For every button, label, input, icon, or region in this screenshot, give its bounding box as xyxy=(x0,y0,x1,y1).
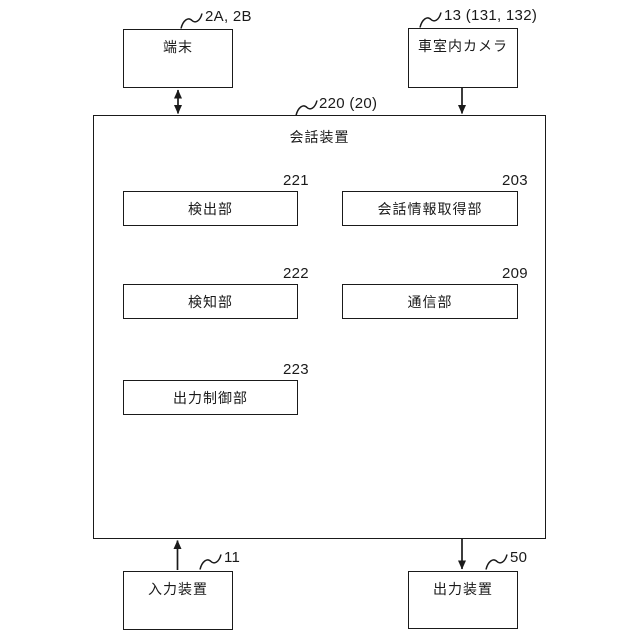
input-device-box: 入力装置 xyxy=(123,571,233,630)
conversation-info-acquisition-box: 会話情報取得部 xyxy=(342,191,518,226)
conversation-device-ref: 220 (20) xyxy=(319,95,378,112)
sensing-unit-label: 検知部 xyxy=(188,293,233,310)
output-device-ref: 50 xyxy=(510,549,528,566)
output-control-unit-ref: 223 xyxy=(283,361,309,378)
input-device-label: 入力装置 xyxy=(148,581,208,597)
output-device-label: 出力装置 xyxy=(433,581,493,597)
cabin-camera-ref: 13 (131, 132) xyxy=(444,7,538,24)
conversation-info-acquisition-ref: 203 xyxy=(502,172,528,189)
communication-unit-box: 通信部 xyxy=(342,284,518,319)
output-device-ref-leader xyxy=(485,554,508,570)
conversation-device-box: 会話装置 xyxy=(93,115,546,539)
communication-unit-label: 通信部 xyxy=(407,293,453,310)
terminal-ref-leader xyxy=(180,13,203,29)
sensing-unit-ref: 222 xyxy=(283,265,309,282)
terminal-label: 端末 xyxy=(163,39,193,55)
output-control-unit-label: 出力制御部 xyxy=(173,389,248,406)
conversation-device-label: 会話装置 xyxy=(289,129,350,145)
communication-unit-ref: 209 xyxy=(502,265,528,282)
detection-unit-box: 検出部 xyxy=(123,191,298,226)
input-device-ref: 11 xyxy=(224,549,241,566)
conversation-info-acquisition-label: 会話情報取得部 xyxy=(377,200,483,217)
sensing-unit-box: 検知部 xyxy=(123,284,298,319)
device-ref-leader xyxy=(295,100,318,116)
detection-unit-label: 検出部 xyxy=(188,200,233,217)
camera-ref-leader xyxy=(419,12,442,28)
terminal-box: 端末 xyxy=(123,29,233,88)
input-device-ref-leader xyxy=(199,554,222,570)
cabin-camera-box: 車室内カメラ xyxy=(408,28,518,88)
detection-unit-ref: 221 xyxy=(283,172,309,189)
terminal-ref: 2A, 2B xyxy=(205,8,252,25)
output-control-unit-box: 出力制御部 xyxy=(123,380,298,415)
output-device-box: 出力装置 xyxy=(408,571,518,629)
cabin-camera-label: 車室内カメラ xyxy=(418,38,508,54)
